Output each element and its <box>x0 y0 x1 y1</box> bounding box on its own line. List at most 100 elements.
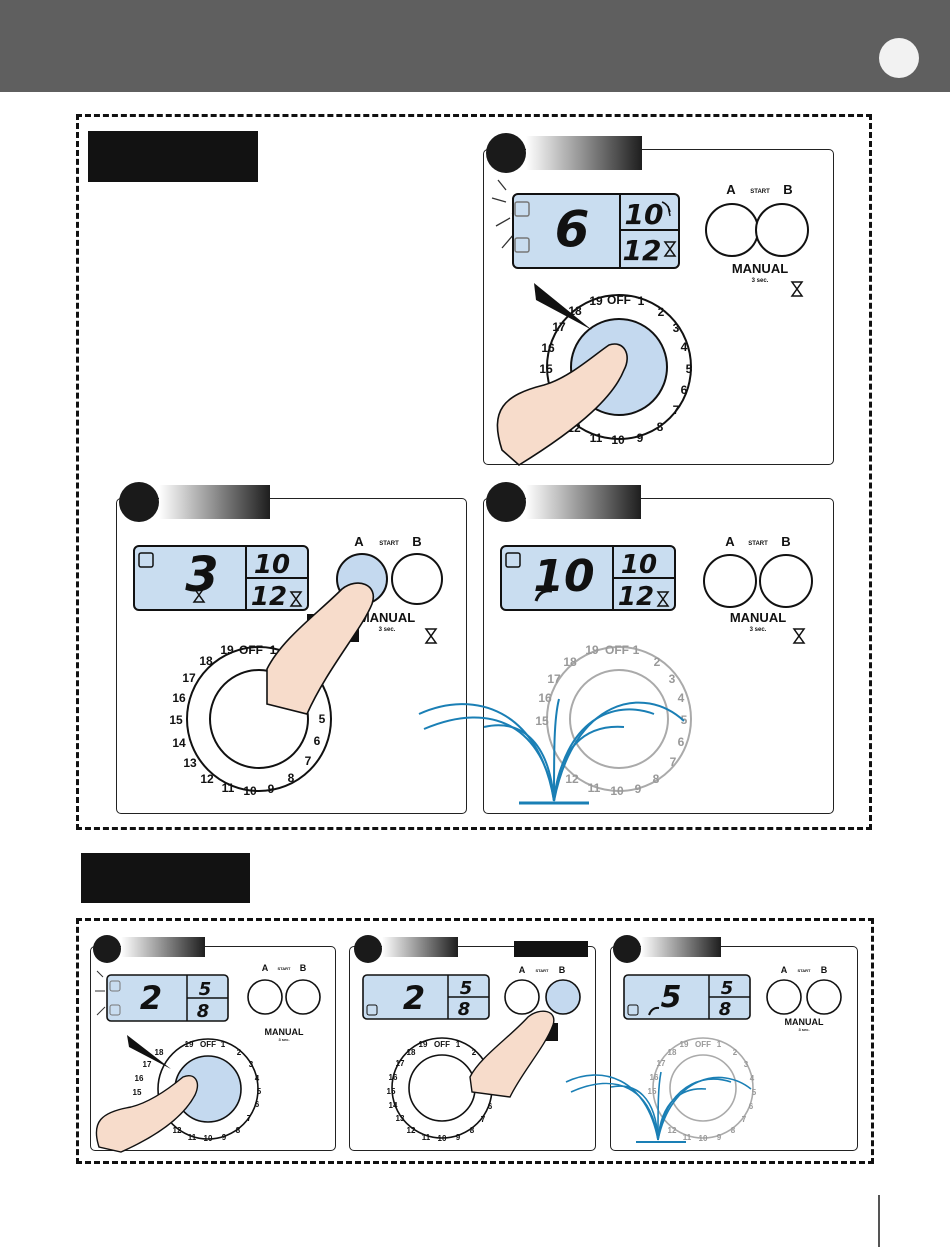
svg-text:18: 18 <box>563 655 577 669</box>
lcd-main-value: 6 <box>555 200 590 258</box>
svg-text:19: 19 <box>585 643 599 657</box>
svg-text:2: 2 <box>140 979 162 1017</box>
svg-text:8: 8 <box>197 1001 210 1022</box>
step-panel-s1-1: 6 10 12 A START B MANUAL 3 sec. OFF 19 1… <box>483 133 834 466</box>
svg-text:17: 17 <box>143 1060 152 1069</box>
page-edge-rule <box>878 1195 880 1247</box>
step-number-dot <box>486 133 526 173</box>
step-header-bar <box>526 485 641 519</box>
svg-text:8: 8 <box>653 772 660 786</box>
svg-text:1: 1 <box>638 294 645 308</box>
step-panel-s1-2: 3 10 12 A START B MANUAL 3 sec. OFF 19 1… <box>116 482 467 814</box>
step-number-dot <box>93 935 121 963</box>
svg-text:5: 5 <box>686 362 693 376</box>
svg-text:1: 1 <box>717 1040 722 1049</box>
svg-text:4: 4 <box>255 1074 260 1083</box>
svg-text:11: 11 <box>222 781 235 795</box>
svg-text:14: 14 <box>172 736 186 750</box>
step-header-bar <box>159 485 270 519</box>
svg-text:MANUAL: MANUAL <box>359 610 415 625</box>
svg-text:7: 7 <box>742 1115 747 1124</box>
page-number-badge <box>879 38 919 78</box>
button-b <box>806 979 842 1015</box>
svg-text:10: 10 <box>610 784 624 798</box>
svg-text:4: 4 <box>681 340 688 354</box>
svg-text:9: 9 <box>717 1133 722 1142</box>
svg-text:OFF: OFF <box>200 1040 216 1049</box>
svg-text:12: 12 <box>565 772 579 786</box>
section-2-title-block <box>81 853 250 903</box>
lcd-bottom-value: 12 <box>251 582 287 612</box>
manual-label: MANUAL <box>732 261 788 276</box>
button-b <box>285 979 321 1015</box>
svg-text:2: 2 <box>403 979 425 1017</box>
svg-text:17: 17 <box>547 672 561 686</box>
svg-text:2: 2 <box>733 1048 738 1057</box>
svg-text:6: 6 <box>488 1102 493 1111</box>
hourglass-icon <box>192 587 206 603</box>
svg-text:3: 3 <box>673 321 680 335</box>
button-a <box>705 203 759 257</box>
button-b <box>391 553 443 605</box>
lcd-main-value: 3 <box>185 547 218 603</box>
svg-text:3 sec.: 3 sec. <box>798 1027 809 1032</box>
section-1-title-block <box>88 131 258 182</box>
step-number-dot <box>486 482 526 522</box>
svg-text:12: 12 <box>173 1126 182 1135</box>
svg-text:15: 15 <box>648 1087 657 1096</box>
svg-text:19: 19 <box>680 1040 689 1049</box>
button-b <box>759 554 813 608</box>
pressing-finger <box>95 1075 199 1153</box>
svg-text:7: 7 <box>247 1114 252 1123</box>
section-1-frame <box>76 114 872 830</box>
svg-text:19: 19 <box>589 294 603 308</box>
svg-text:5: 5 <box>721 978 734 999</box>
svg-text:3 sec.: 3 sec. <box>278 1037 289 1042</box>
step-header-bar <box>526 136 642 170</box>
svg-text:12: 12 <box>200 772 214 786</box>
hourglass-icon <box>656 591 670 607</box>
svg-text:10: 10 <box>243 784 257 798</box>
pressing-finger <box>469 1010 555 1098</box>
svg-text:8: 8 <box>719 999 732 1020</box>
svg-text:15: 15 <box>539 362 553 376</box>
pointer-arrow <box>127 1035 171 1069</box>
controller-illustration: 2 5 8 A START B OFF 19 1 2 5 6 7 8 9 10 … <box>362 965 581 1143</box>
svg-text:OFF: OFF <box>605 643 629 657</box>
lcd-top-value: 10 <box>254 550 290 580</box>
svg-text:12: 12 <box>668 1126 677 1135</box>
svg-text:19: 19 <box>220 643 234 657</box>
svg-text:1: 1 <box>221 1040 226 1049</box>
svg-text:6: 6 <box>678 735 685 749</box>
svg-text:11: 11 <box>588 781 601 795</box>
svg-text:2: 2 <box>237 1048 242 1057</box>
step-number-dot <box>119 482 159 522</box>
svg-text:OFF: OFF <box>239 643 263 657</box>
svg-text:MANUAL: MANUAL <box>785 1017 824 1027</box>
svg-text:8: 8 <box>731 1126 736 1135</box>
button-a <box>247 979 283 1015</box>
svg-text:3: 3 <box>669 672 676 686</box>
svg-text:18: 18 <box>407 1048 416 1057</box>
svg-text:17: 17 <box>657 1059 666 1068</box>
controller-illustration: 5 5 8 A START B MANUAL 3 sec. OFF 19 1 2… <box>565 965 842 1143</box>
svg-text:4: 4 <box>750 1074 755 1083</box>
svg-text:6: 6 <box>255 1100 260 1109</box>
svg-text:8: 8 <box>458 999 471 1020</box>
lcd-bottom-value: 12 <box>618 582 654 612</box>
svg-text:9: 9 <box>456 1133 461 1142</box>
svg-text:13: 13 <box>183 756 197 770</box>
svg-text:5: 5 <box>319 712 326 726</box>
svg-text:10: 10 <box>438 1134 447 1143</box>
svg-text:7: 7 <box>673 403 680 417</box>
svg-text:START: START <box>277 966 291 971</box>
svg-text:8: 8 <box>236 1126 241 1135</box>
page-header <box>0 0 950 92</box>
svg-text:11: 11 <box>422 1133 431 1142</box>
manual-hint: 3 sec. <box>752 278 769 284</box>
svg-text:16: 16 <box>541 341 555 355</box>
lcd-main-value: 10 <box>533 551 594 602</box>
button-a-label: A <box>726 182 736 197</box>
program-dial-faded <box>546 646 692 792</box>
svg-text:4: 4 <box>678 691 685 705</box>
